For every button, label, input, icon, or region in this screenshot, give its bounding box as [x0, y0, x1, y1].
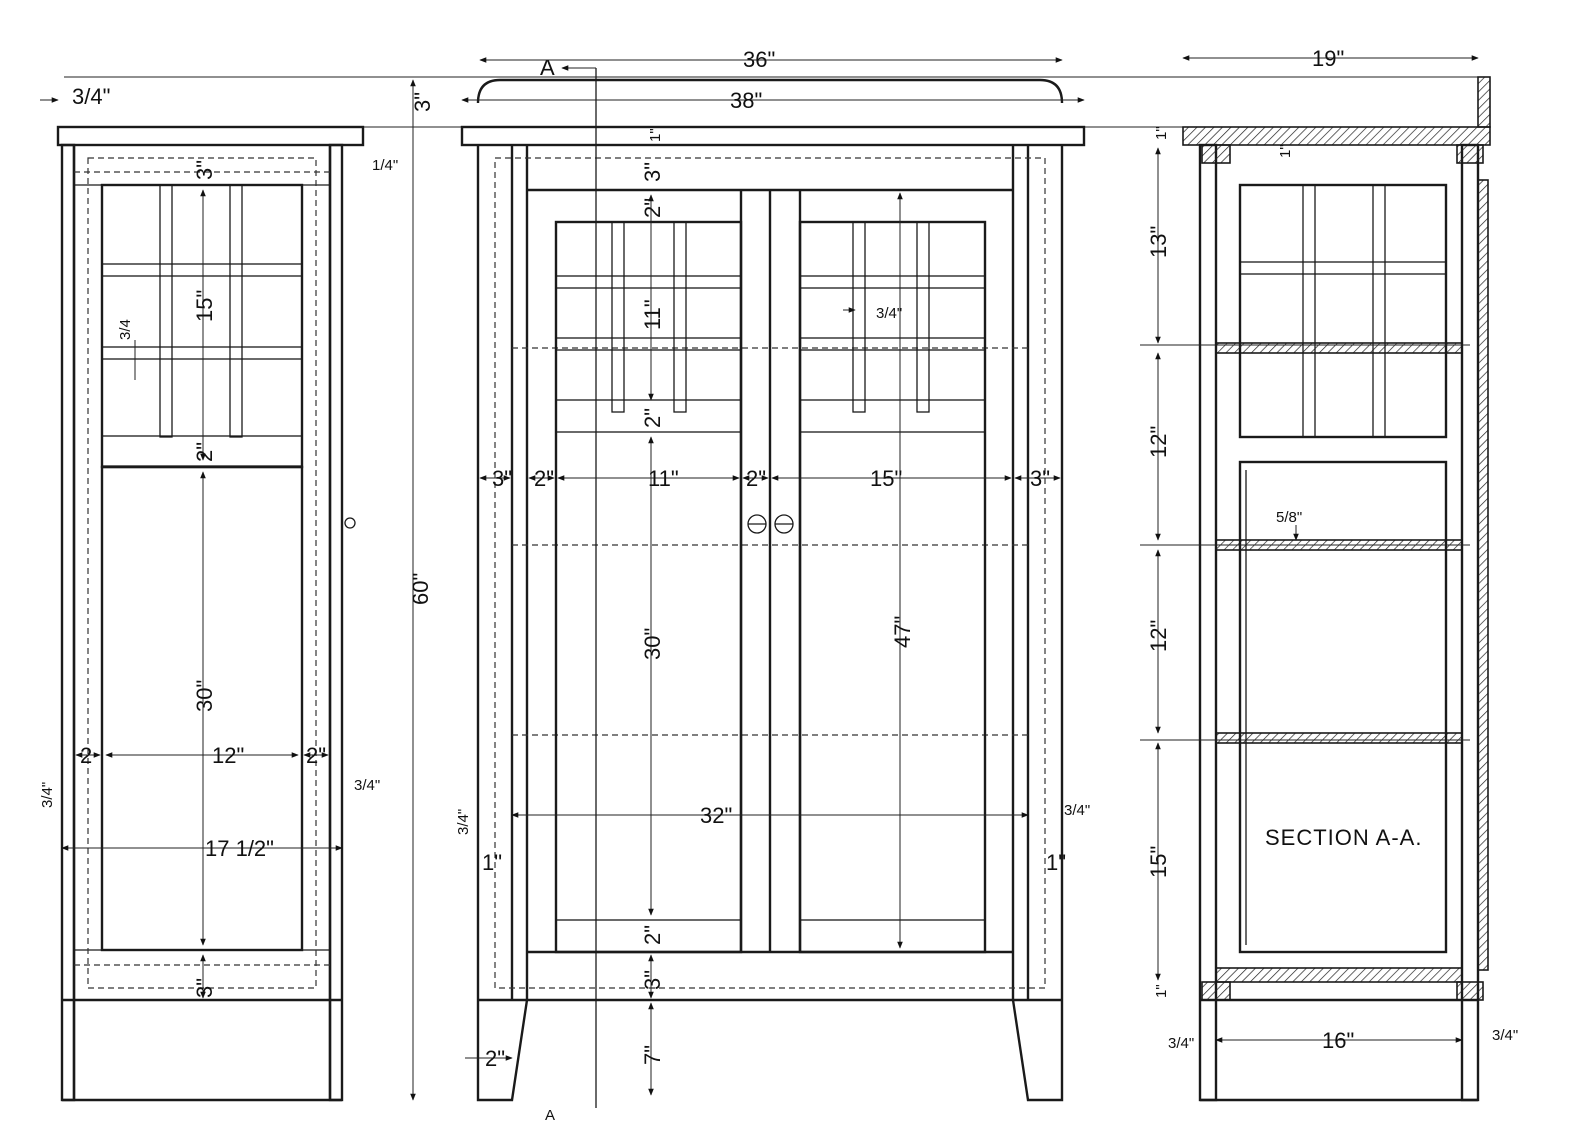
side-rail-top: 3" [192, 160, 217, 180]
side-top-thickness: 3/4" [72, 84, 110, 109]
front-stile-outer-right: 3" [1030, 466, 1050, 491]
front-top-thickness: 1" [647, 128, 664, 142]
section-space-2: 12" [1146, 426, 1171, 458]
side-rail-mid: 2" [192, 442, 217, 462]
front-base-width: 38" [730, 88, 762, 113]
front-glass-height: 11" [640, 299, 665, 330]
section-leg-left: 3/4" [1168, 1035, 1194, 1052]
front-leg-right: 3/4" [1064, 802, 1090, 819]
front-muntin: 3/4" [876, 305, 902, 322]
section-top [1182, 126, 1491, 146]
side-leg-right: 3/4" [354, 777, 380, 794]
front-right-door [798, 220, 987, 954]
section-shelf-thickness: 5/8" [1276, 509, 1302, 526]
section-top-dim: 1" [1153, 126, 1170, 140]
side-glass-height: 15" [192, 290, 217, 322]
section-panel [1238, 460, 1448, 954]
front-bottom-rail: 3" [640, 970, 665, 990]
front-door-rail-bottom: 2" [640, 925, 665, 945]
front-top-rail: 3" [640, 162, 665, 182]
side-view: 3/4" 3" 3" 1/4" 15" 3/4 2" 30" 2 12" 2" … [39, 84, 435, 1102]
section-glass [1238, 183, 1448, 439]
side-panel [100, 465, 304, 952]
section-top-gap: 1" [1277, 144, 1294, 158]
side-rail-bottom: 3" [192, 978, 217, 998]
front-door-rail-mid: 2" [640, 408, 665, 428]
front-door-width-left: 11" [648, 466, 679, 491]
section-marker-bottom: A [545, 1107, 555, 1124]
side-stile-left: 2 [80, 743, 92, 768]
front-view: A A 36" 38" 1" 3" 2" 11" 3/4" 2" 3" 2" 1… [455, 47, 1090, 1124]
side-overhang: 1/4" [372, 157, 398, 174]
side-panel-height: 30" [192, 680, 217, 712]
front-leg-taper: 2" [485, 1046, 505, 1071]
front-center-stile: 2" [746, 466, 766, 491]
side-stile-right: 2" [306, 743, 326, 768]
front-left-door [554, 220, 743, 954]
front-left-leg [476, 145, 529, 1102]
section-shelf-3 [1215, 732, 1463, 744]
section-space-1: 13" [1146, 226, 1171, 258]
section-view: 19" 1" 1" 13" 12" 5/8" 12" 15" 1" 16" 3/… [1140, 46, 1518, 1102]
total-height: 60" [408, 573, 433, 605]
side-leg-left: 3/4" [39, 782, 56, 808]
section-depth: 19" [1312, 46, 1344, 71]
front-top-board [460, 125, 1086, 147]
front-door-rail-top: 2" [640, 198, 665, 218]
section-inner-depth: 16" [1322, 1028, 1354, 1053]
section-back [1477, 179, 1489, 971]
front-leg-height: 7" [640, 1045, 665, 1065]
side-right-leg [328, 143, 344, 1102]
front-gap-right: 1" [1046, 850, 1066, 875]
front-inner-width: 32" [700, 803, 732, 828]
side-top-offset: 3" [410, 92, 435, 112]
side-left-leg [60, 143, 76, 1102]
side-overall-width: 17 1/2" [205, 836, 274, 861]
side-muntin-width: 3/4 [117, 319, 134, 340]
front-stile-outer-left: 3" [492, 466, 512, 491]
front-crown [476, 78, 1064, 104]
section-marker: A [540, 55, 555, 80]
section-shelf-1 [1215, 342, 1463, 354]
front-top-width: 36" [743, 47, 775, 72]
section-leg-right: 3/4" [1492, 1027, 1518, 1044]
section-bottom-dim: 1" [1153, 984, 1170, 998]
front-door-height: 47" [890, 616, 915, 648]
side-panel-width: 12" [212, 743, 244, 768]
side-knob [344, 517, 356, 529]
section-space-4: 15" [1146, 846, 1171, 878]
front-gap-left: 1" [482, 850, 502, 875]
front-leg-left: 3/4" [455, 809, 472, 835]
side-top-board [56, 125, 365, 147]
front-stile-left: 2" [534, 466, 554, 491]
front-right-leg [1011, 145, 1064, 1102]
front-door-panel: 30" [640, 628, 665, 660]
section-label: SECTION A-A. [1265, 825, 1422, 850]
front-door-width-right: 15" [870, 466, 902, 491]
section-bottom [1215, 967, 1463, 983]
section-space-3: 12" [1146, 620, 1171, 652]
